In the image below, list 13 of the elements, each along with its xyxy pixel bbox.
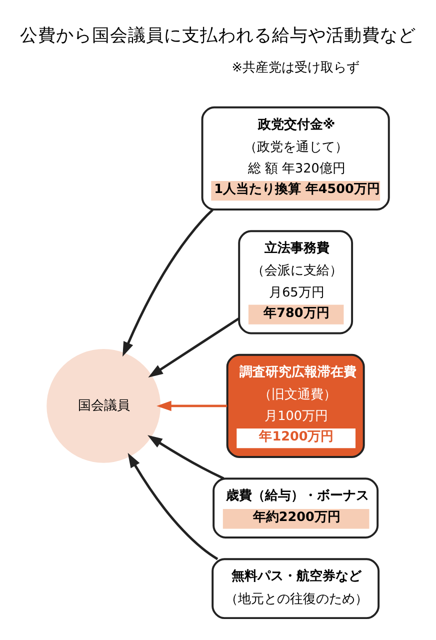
arrow: [148, 316, 240, 378]
diagram-title: 公費から国会議員に支払われる給与や活動費など: [20, 26, 416, 46]
arrow: [156, 400, 228, 411]
node-box: 調査研究広報滞在費 （旧文通費） 月100万円 年1200万円: [226, 353, 365, 458]
arrow: [122, 208, 214, 356]
arrow: [148, 434, 224, 480]
node-circle: 国会議員: [46, 348, 161, 462]
node-box: 政党交付金※ （政党を通じて） 総 額 年320億円 1人当たり換算 年4500万円: [201, 106, 390, 210]
node-box: 無料パス・航空券など （地元との往復のため）: [212, 558, 380, 619]
node-box: 歳費（給与）・ボーナス 年約2200万円: [212, 477, 379, 538]
label: ※共産党は受け取らず: [232, 60, 360, 75]
arrow: [128, 452, 218, 560]
node-box: 立法事務費 （会派に支給） 月65万円 年780万円: [238, 230, 354, 334]
